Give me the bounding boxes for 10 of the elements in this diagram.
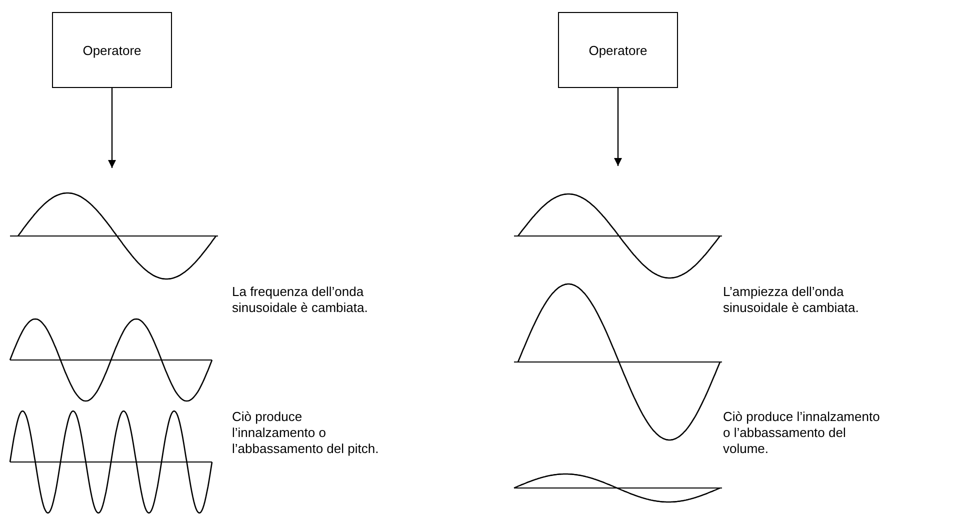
caption-text: La frequenza dell’onda sinusoidale è cambiata.	[232, 284, 369, 316]
process-box	[52, 12, 172, 88]
caption-text: L’ampiezza dell’onda sinusoidale è cambiata.	[723, 284, 860, 316]
arrow	[614, 88, 622, 166]
caption-text: Ciò produce l’innalzamento o l’abbassamento del pitch.	[232, 409, 380, 457]
box-label: Operatore	[588, 42, 648, 58]
arrow	[108, 88, 116, 168]
box-label: Operatore	[82, 42, 142, 58]
caption-text: Ciò produce l’innalzamento o l’abbassamento del volume.	[723, 409, 881, 457]
process-box	[558, 12, 678, 88]
